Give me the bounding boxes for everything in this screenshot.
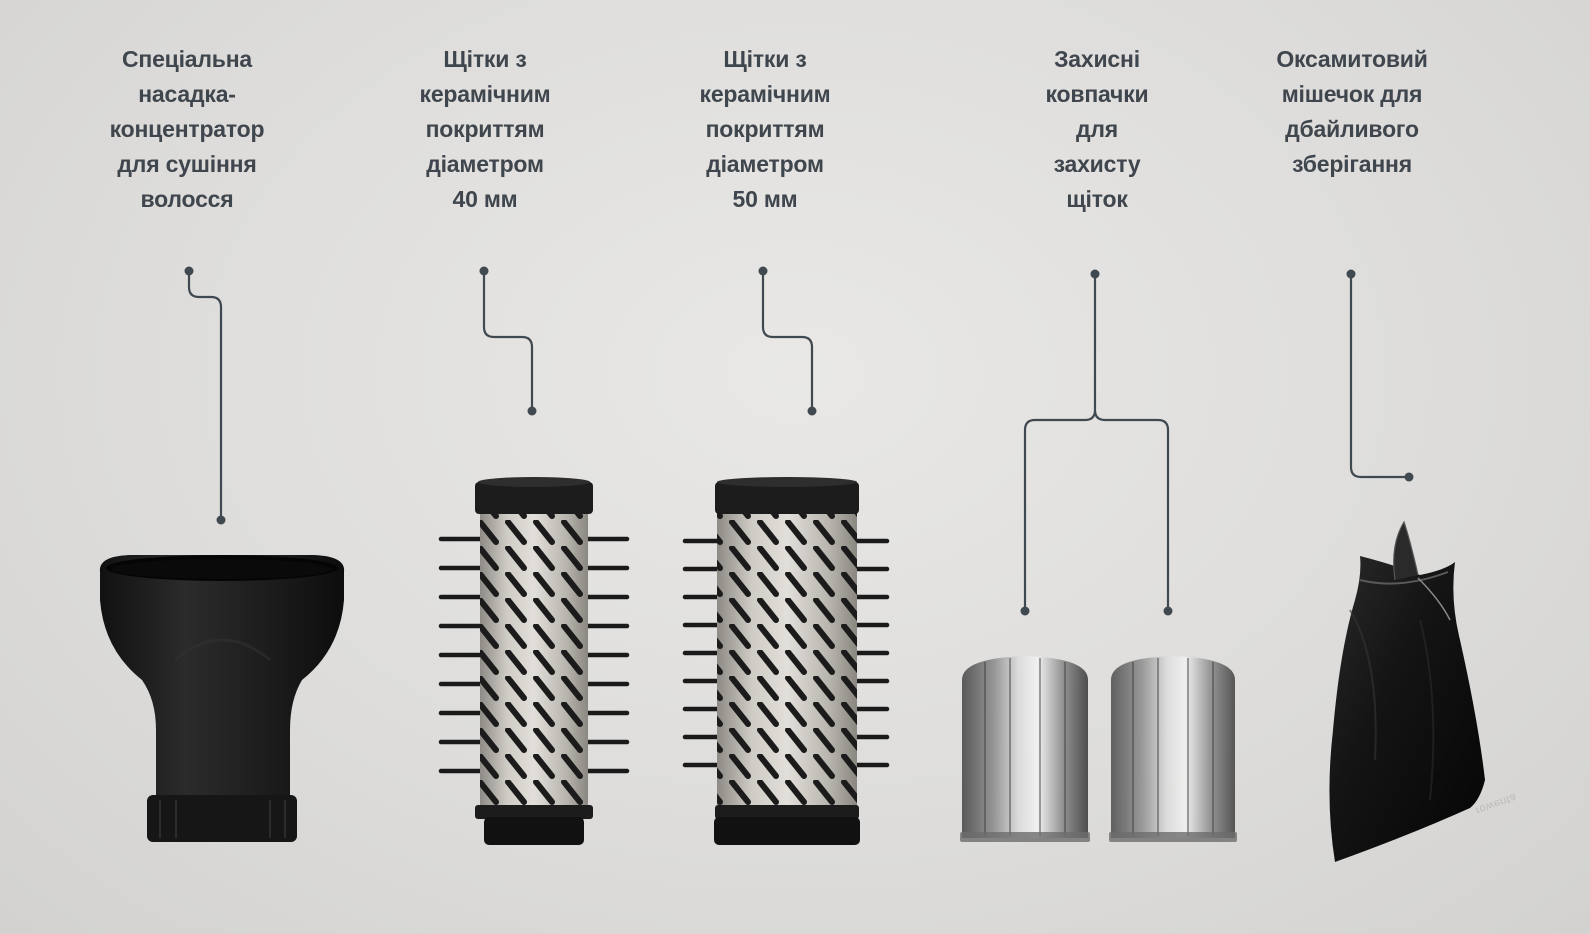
leader-dot [1090, 269, 1100, 279]
leader-dot [1404, 472, 1414, 482]
leader-dot [807, 406, 817, 416]
leader-dot [1346, 269, 1356, 279]
leader-dot [1163, 606, 1173, 616]
leader-line-brush-50 [761, 271, 814, 411]
brush-40mm-image [438, 477, 630, 845]
leader-dot [1020, 606, 1030, 616]
protective-cap-left-image [960, 656, 1090, 842]
velvet-pouch-image: rowenta [1329, 520, 1519, 862]
brush-50mm-image [682, 477, 890, 845]
label-velvet-pouch: Оксамитовий мішечок для дбайливого збері… [1276, 46, 1428, 177]
leader-dot [479, 266, 489, 276]
leader-dot [184, 266, 194, 276]
leader-dot [527, 406, 537, 416]
leader-dot [216, 515, 226, 525]
concentrator-nozzle-image [99, 555, 345, 842]
label-concentrator: Спеціальна насадка- концентратор для суш… [109, 46, 265, 212]
pouch-brand-logo: rowenta [1474, 790, 1519, 816]
label-brush-50: Щітки з керамічним покриттям діаметром 5… [699, 46, 831, 212]
leader-line-pouch [1349, 274, 1409, 479]
leader-line-concentrator [187, 271, 223, 520]
label-protective-caps: Захисні ковпачки для захисту щіток [1045, 46, 1149, 212]
protective-cap-right-image [1109, 656, 1237, 842]
leader-line-brush-40 [482, 271, 534, 411]
leader-dot [758, 266, 768, 276]
label-brush-40: Щітки з керамічним покриттям діаметром 4… [419, 46, 551, 212]
leader-line-caps [1023, 274, 1170, 611]
